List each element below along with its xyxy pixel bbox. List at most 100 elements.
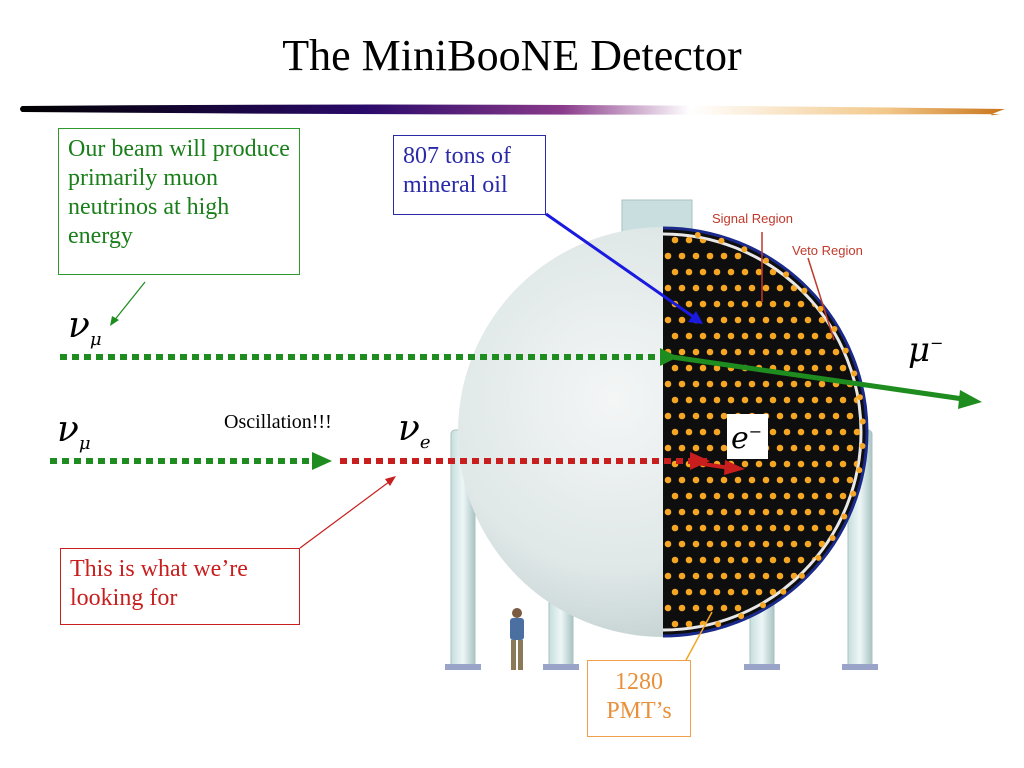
electron-track	[689, 460, 731, 470]
nu-glyph: ν	[57, 409, 79, 450]
pmt-dot	[811, 332, 819, 340]
pmt-dot	[853, 428, 860, 436]
pmt-dot	[706, 604, 714, 612]
pmt-dot	[720, 316, 728, 324]
pmt-dot	[818, 348, 826, 356]
pmt-dot	[783, 460, 791, 468]
pmt-dot	[734, 252, 742, 260]
pmt-dot	[776, 412, 784, 420]
veto-pmt-dot	[815, 554, 822, 561]
pmt-dot	[818, 412, 826, 420]
page-title: The MiniBooNE Detector	[282, 31, 742, 80]
pmt-dot	[671, 332, 679, 340]
pmt-dot	[741, 396, 749, 404]
pmt-dot	[755, 460, 763, 468]
nue-symbol: νe	[398, 408, 431, 453]
pmt-dot	[762, 572, 770, 580]
pmt-dot	[769, 588, 777, 596]
veto-pmt-dot	[798, 572, 805, 579]
pmt-dot	[706, 476, 714, 484]
mu-subscript: μ	[78, 433, 91, 455]
pmt-dot	[804, 316, 812, 324]
pmt-dot	[734, 476, 742, 484]
pmt-dot	[790, 380, 798, 388]
pmt-dot	[790, 508, 798, 516]
mu-glyph: μ	[908, 330, 931, 370]
pmt-dot	[671, 428, 679, 436]
pmt-dot	[713, 332, 721, 340]
veto-pmt-dot	[831, 325, 838, 332]
pmt-dot	[769, 396, 777, 404]
beam-callout-pointer	[112, 281, 146, 323]
pmt-dot	[664, 284, 672, 292]
pmt-dot	[783, 396, 791, 404]
pmt-dot	[769, 492, 777, 500]
pmt-dot	[664, 316, 672, 324]
pmt-dot	[769, 556, 777, 564]
pmt-dot	[755, 556, 763, 564]
pmt-dot	[706, 284, 714, 292]
pmt-dot	[825, 428, 833, 436]
pmt-dot	[706, 252, 714, 260]
pmt-dot	[678, 572, 686, 580]
pmt-dot	[776, 316, 784, 324]
pmt-dot	[692, 252, 700, 260]
pmt-dot	[734, 508, 742, 516]
pmt-dot	[769, 300, 777, 308]
pmt-dot	[692, 284, 700, 292]
minus-superscript: −	[748, 422, 763, 441]
pmt-dot	[825, 396, 833, 404]
pmt-dot	[804, 348, 812, 356]
pmt-dot	[713, 556, 721, 564]
title-divider	[20, 104, 1005, 116]
pmt-dot	[671, 492, 679, 500]
pmt-dot	[846, 476, 854, 484]
pmt-dot	[664, 572, 672, 580]
pmt-dot	[706, 572, 714, 580]
beam-callout: Our beam will produce primarily muon neu…	[58, 128, 300, 275]
pmt-dot	[818, 508, 826, 516]
pmt-dot	[678, 380, 686, 388]
nu-glyph: ν	[68, 305, 90, 346]
pmt-dot	[804, 412, 812, 420]
pmt-dot	[783, 492, 791, 500]
pmt-dot	[692, 508, 700, 516]
pmt-dot	[692, 572, 700, 580]
oscillation-label: Oscillation!!!	[224, 411, 332, 433]
pmt-dot	[741, 268, 749, 276]
pmt-dot	[741, 492, 749, 500]
veto-region-label: Veto Region	[792, 243, 863, 258]
pmt-dot	[741, 332, 749, 340]
pmt-dot	[671, 364, 679, 372]
pmt-dot	[804, 540, 812, 548]
pmt-dot	[727, 492, 735, 500]
pmt-dot	[706, 380, 714, 388]
pmt-dot	[790, 476, 798, 484]
pmt-dot	[699, 396, 707, 404]
pmt-dot	[790, 412, 798, 420]
pmt-dot	[797, 396, 805, 404]
pmt-dot	[671, 524, 679, 532]
pmt-dot	[664, 380, 672, 388]
pmt-dot	[734, 284, 742, 292]
pmt-dot	[678, 252, 686, 260]
pmt-dot	[748, 348, 756, 356]
pmt-dot	[706, 348, 714, 356]
pmt-dot	[699, 300, 707, 308]
pmt-dot	[790, 348, 798, 356]
pmt-dot	[804, 380, 812, 388]
pmt-dot	[832, 348, 840, 356]
pmt-dot	[692, 476, 700, 484]
pmt-dot	[706, 444, 714, 452]
pmt-dot	[818, 476, 826, 484]
nu-glyph: ν	[398, 408, 420, 449]
pmt-dot	[685, 492, 693, 500]
pmt-dot	[832, 476, 840, 484]
pmt-dot	[720, 572, 728, 580]
pmt-dot	[692, 604, 700, 612]
pmt-dot	[783, 524, 791, 532]
veto-pmt-dot	[741, 246, 748, 253]
pmt-dot	[811, 428, 819, 436]
pmt-dot	[755, 268, 763, 276]
pmt-dot	[692, 540, 700, 548]
